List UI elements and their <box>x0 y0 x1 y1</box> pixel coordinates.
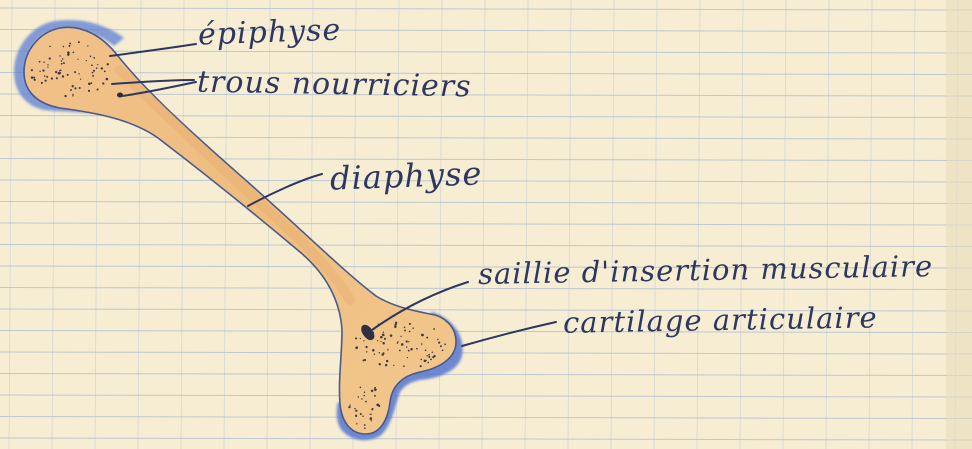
leader-cartilage <box>462 322 556 346</box>
leader-epiphyse <box>110 44 196 56</box>
label-cartilage-articulaire: cartilage articulaire <box>563 303 878 337</box>
label-trous-nourriciers: trous nourriciers <box>197 68 472 103</box>
label-diaphyse: diaphyse <box>329 157 482 194</box>
label-saillie-insertion: saillie d'insertion musculaire <box>478 252 934 289</box>
label-epiphyse: épiphyse <box>198 16 342 51</box>
leader-diaphyse <box>248 174 322 206</box>
